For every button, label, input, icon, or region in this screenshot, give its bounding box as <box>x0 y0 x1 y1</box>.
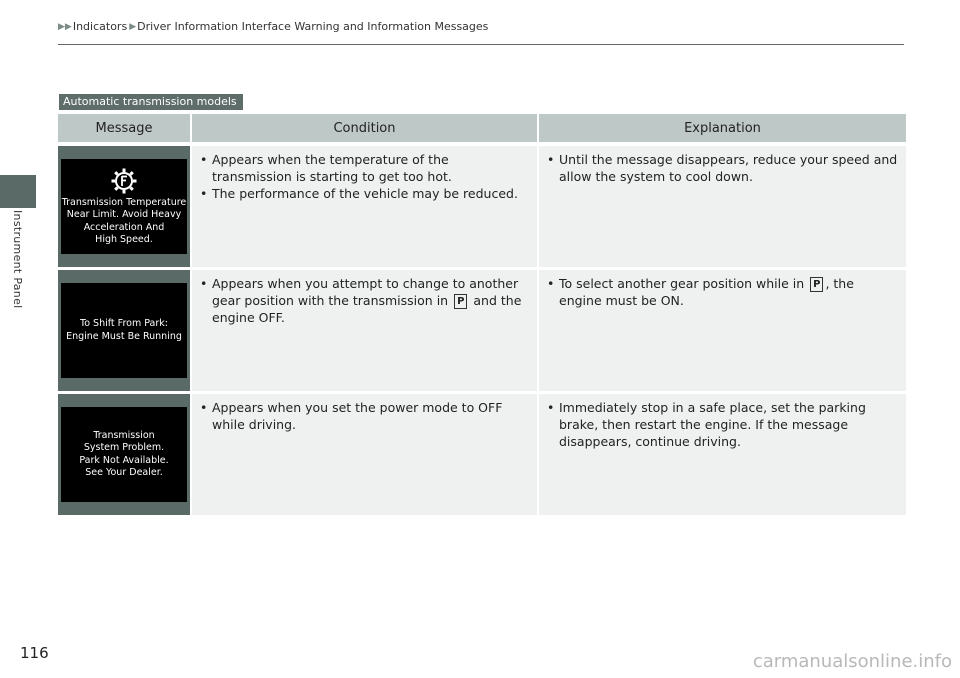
condition-text: Appears when the temperature of the tran… <box>212 152 452 184</box>
screen-text-line: Near Limit. Avoid Heavy <box>66 209 182 220</box>
screen-text-line: Park Not Available. <box>79 454 169 466</box>
display-screen: Transmission System Problem. Park Not Av… <box>61 407 187 502</box>
table-row: To Shift From Park: Engine Must Be Runni… <box>58 270 906 391</box>
breadcrumb: ▶▶ Indicators ▶ Driver Information Inter… <box>58 20 488 33</box>
list-item: •Immediately stop in a safe place, set t… <box>547 400 866 449</box>
screen-text-line: System Problem. <box>83 442 165 453</box>
arrow-icon: ▶ <box>129 21 137 32</box>
breadcrumb-page[interactable]: Driver Information Interface Warning and… <box>137 20 489 33</box>
list-item: •The performance of the vehicle may be r… <box>200 186 518 201</box>
gear-p-icon: P <box>810 277 824 292</box>
double-arrow-icon: ▶▶ <box>58 21 72 32</box>
screen-text-line: See Your Dealer. <box>85 467 163 478</box>
screen-text-line: Transmission Temperature <box>61 196 187 208</box>
table-row: Transmission Temperature Near Limit. Avo… <box>58 146 906 267</box>
screen-text-line: Acceleration And <box>83 221 165 233</box>
message-display-image: Transmission Temperature Near Limit. Avo… <box>58 146 192 267</box>
condition-cell: •Appears when you set the power mode to … <box>192 394 539 515</box>
condition-text: Appears when you set the power mode to O… <box>212 400 503 432</box>
display-screen: To Shift From Park: Engine Must Be Runni… <box>61 283 187 378</box>
condition-cell: •Appears when the temperature of the tra… <box>192 146 539 267</box>
condition-text: and the engine OFF. <box>212 293 522 325</box>
list-item: •Appears when the temperature of the tra… <box>200 152 452 184</box>
condition-cell: •Appears when you attempt to change to a… <box>192 270 539 391</box>
explanation-text: Immediately stop in a safe place, set th… <box>559 400 866 449</box>
side-section-label: Instrument Panel <box>11 210 24 309</box>
model-label: Automatic transmission models <box>59 94 243 110</box>
screen-text-line: Engine Must Be Running <box>66 330 182 342</box>
section-tab-marker <box>0 175 36 208</box>
list-item: •Appears when you attempt to change to a… <box>200 276 522 325</box>
explanation-cell: •To select another gear position while i… <box>539 270 906 391</box>
explanation-cell: •Until the message disappears, reduce yo… <box>539 146 906 267</box>
display-screen: Transmission Temperature Near Limit. Avo… <box>61 159 187 254</box>
header-explanation: Explanation <box>539 114 906 142</box>
transmission-temperature-gear-icon <box>111 168 137 193</box>
page-number: 116 <box>20 644 49 662</box>
list-item: •To select another gear position while i… <box>547 276 854 308</box>
condition-text: The performance of the vehicle may be re… <box>212 186 518 201</box>
message-table: Message Condition Explanation <box>58 114 906 515</box>
gear-p-icon: P <box>454 294 468 309</box>
message-display-image: To Shift From Park: Engine Must Be Runni… <box>58 270 192 391</box>
watermark: carmanualsonline.info <box>752 651 952 672</box>
header-message: Message <box>58 114 192 142</box>
explanation-cell: •Immediately stop in a safe place, set t… <box>539 394 906 515</box>
screen-text-line: To Shift From Park: <box>80 318 168 329</box>
message-display-image: Transmission System Problem. Park Not Av… <box>58 394 192 515</box>
list-item: •Appears when you set the power mode to … <box>200 400 503 432</box>
explanation-text: , the engine must be ON. <box>559 276 854 308</box>
header-divider <box>58 44 904 45</box>
table-row: Transmission System Problem. Park Not Av… <box>58 394 906 515</box>
list-item: •Until the message disappears, reduce yo… <box>547 152 898 184</box>
table-header-row: Message Condition Explanation <box>58 114 906 142</box>
condition-text: Appears when you attempt to change to an… <box>212 276 519 308</box>
breadcrumb-section[interactable]: Indicators <box>72 20 128 33</box>
screen-text-line: High Speed. <box>95 234 153 245</box>
explanation-text: To select another gear position while in <box>559 276 809 291</box>
header-condition: Condition <box>192 114 539 142</box>
screen-text-line: Transmission <box>93 429 155 441</box>
explanation-text: Until the message disappears, reduce you… <box>559 152 898 184</box>
